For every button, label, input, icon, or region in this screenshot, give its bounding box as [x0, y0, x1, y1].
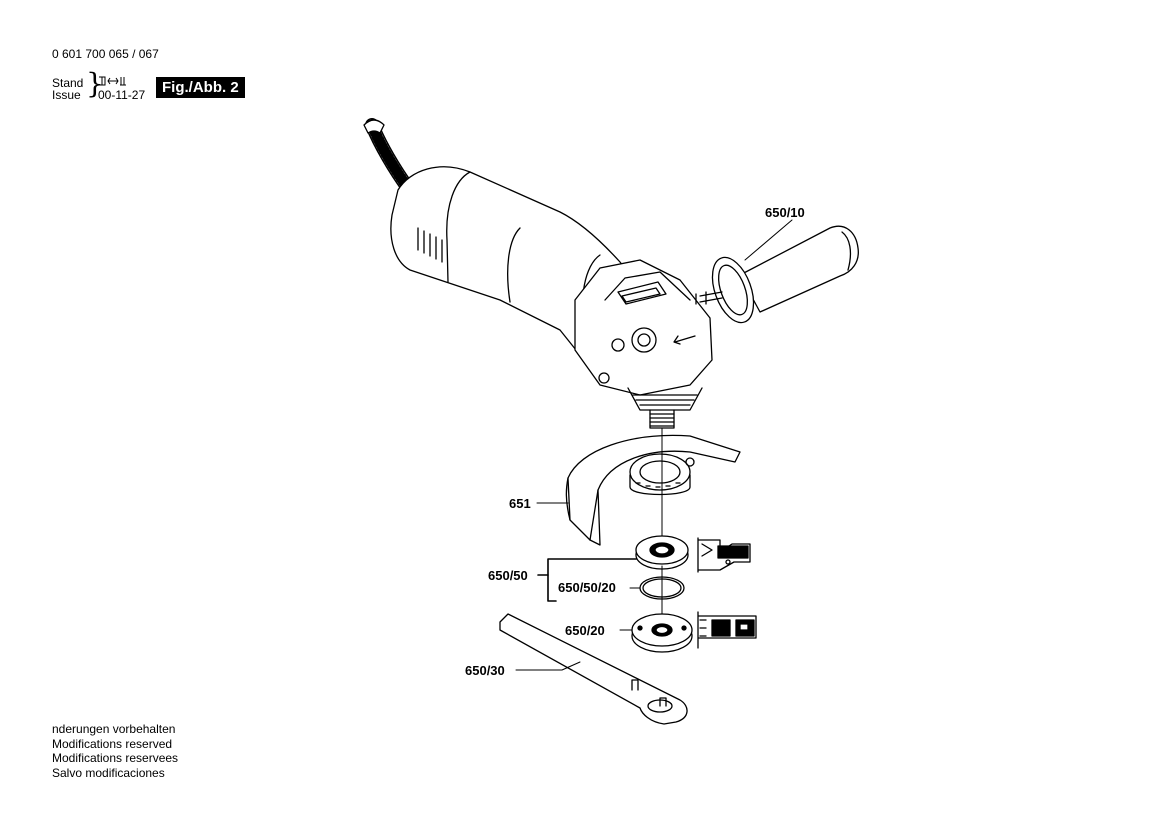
wheel-guard-icon [565, 434, 741, 546]
auxiliary-handle-icon [695, 225, 859, 324]
part-label-650-30: 650/30 [465, 663, 505, 678]
issue-date: 00-11-27 [98, 88, 146, 102]
flange-orientation-icon [697, 537, 751, 573]
document-number: 0 601 700 065 / 067 [52, 47, 159, 61]
power-cord-icon [363, 118, 415, 195]
note-line-spanish: Salvo modificaciones [52, 765, 165, 780]
two-pin-spanner-icon [499, 613, 688, 725]
note-line-french: Modifications reservees [52, 751, 179, 765]
modifications-note: nderungen vorbehalten Modifications rese… [52, 722, 178, 780]
part-label-650-50-20: 650/50/20 [558, 580, 616, 595]
part-label-650-20: 650/20 [565, 623, 605, 638]
note-line-german: nderungen vorbehalten [52, 722, 176, 736]
figure-label: Fig./Abb. 2 [156, 77, 245, 98]
nut-orientation-icon [697, 611, 757, 649]
note-line-english: Modifications reserved [52, 736, 173, 751]
issue-label: Issue [52, 88, 81, 102]
part-label-651: 651 [509, 496, 531, 511]
clamping-nut-icon [631, 613, 693, 653]
stand-mark-icon [99, 76, 126, 86]
mounting-flange-icon [635, 535, 689, 570]
stand-label: Stand [52, 76, 84, 90]
angle-grinder-icon [390, 166, 713, 429]
part-label-650-50: 650/50 [488, 568, 528, 583]
part-label-650-10: 650/10 [765, 205, 805, 220]
